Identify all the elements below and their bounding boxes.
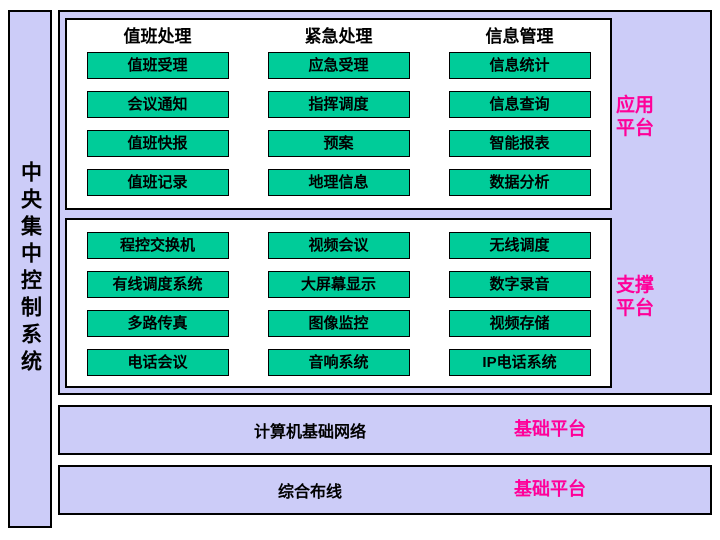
- support-platform-label: 支撑 平台: [616, 274, 710, 320]
- node-duty-record: 值班记录: [86, 169, 229, 196]
- support-platform-box: 程控交换机 有线调度系统 多路传真 电话会议 视频会议 大屏幕显示 图像监控 音…: [65, 218, 612, 388]
- node-geographic-info: 地理信息: [267, 169, 410, 196]
- node-duty-bulletin: 值班快报: [86, 130, 229, 157]
- node-image-monitoring: 图像监控: [267, 310, 410, 337]
- base-cabling-title: 综合布线: [277, 484, 342, 501]
- sidebar-title: 中央集中控制系统: [18, 161, 42, 377]
- node-video-conference: 视频会议: [267, 232, 410, 259]
- node-ip-phone-system: IP电话系统: [448, 349, 591, 376]
- node-audio-system: 音响系统: [267, 349, 410, 376]
- column-info-management: 信息管理 信息统计 信息查询 智能报表 数据分析: [429, 20, 610, 208]
- base-network-platform-label: 基础平台: [514, 419, 586, 439]
- node-telephone-conference: 电话会议: [86, 349, 229, 376]
- node-video-storage: 视频存储: [448, 310, 591, 337]
- node-data-analysis: 数据分析: [448, 169, 591, 196]
- base-cabling-platform-label: 基础平台: [514, 479, 586, 499]
- node-large-screen-display: 大屏幕显示: [267, 271, 410, 298]
- column-header-info-management: 信息管理: [485, 27, 554, 46]
- support-platform-label-line1: 支撑: [616, 275, 655, 296]
- column-support-1: 程控交换机 有线调度系统 多路传真 电话会议: [67, 220, 248, 386]
- application-platform-box: 值班处理 值班受理 会议通知 值班快报 值班记录 紧急处理 应急受理 指挥调度 …: [65, 18, 612, 210]
- node-duty-acceptance: 值班受理: [86, 52, 229, 79]
- node-program-controlled-switch: 程控交换机: [86, 232, 229, 259]
- application-platform-label-line2: 平台: [616, 118, 655, 139]
- base-network-bar: 计算机基础网络 基础平台: [58, 405, 712, 455]
- node-contingency-plan: 预案: [267, 130, 410, 157]
- platforms-panel: 值班处理 值班受理 会议通知 值班快报 值班记录 紧急处理 应急受理 指挥调度 …: [58, 10, 712, 395]
- node-wired-dispatch-system: 有线调度系统: [86, 271, 229, 298]
- column-support-3: 无线调度 数字录音 视频存储 IP电话系统: [429, 220, 610, 386]
- application-platform-label: 应用 平台: [616, 94, 710, 140]
- column-header-duty-processing: 值班处理: [123, 27, 192, 46]
- column-duty-processing: 值班处理 值班受理 会议通知 值班快报 值班记录: [67, 20, 248, 208]
- node-smart-report: 智能报表: [448, 130, 591, 157]
- node-info-query: 信息查询: [448, 91, 591, 118]
- node-command-dispatch: 指挥调度: [267, 91, 410, 118]
- base-cabling-bar: 综合布线 基础平台: [58, 465, 712, 515]
- node-digital-recording: 数字录音: [448, 271, 591, 298]
- sidebar-central-control: 中央集中控制系统: [8, 10, 52, 528]
- support-platform-label-line2: 平台: [616, 298, 655, 319]
- node-multi-channel-fax: 多路传真: [86, 310, 229, 337]
- application-platform-label-line1: 应用: [616, 95, 655, 116]
- node-wireless-dispatch: 无线调度: [448, 232, 591, 259]
- node-meeting-notification: 会议通知: [86, 91, 229, 118]
- node-info-statistics: 信息统计: [448, 52, 591, 79]
- base-network-title: 计算机基础网络: [253, 424, 366, 441]
- column-header-emergency-processing: 紧急处理: [304, 27, 373, 46]
- node-emergency-acceptance: 应急受理: [267, 52, 410, 79]
- column-emergency-processing: 紧急处理 应急受理 指挥调度 预案 地理信息: [248, 20, 429, 208]
- column-support-2: 视频会议 大屏幕显示 图像监控 音响系统: [248, 220, 429, 386]
